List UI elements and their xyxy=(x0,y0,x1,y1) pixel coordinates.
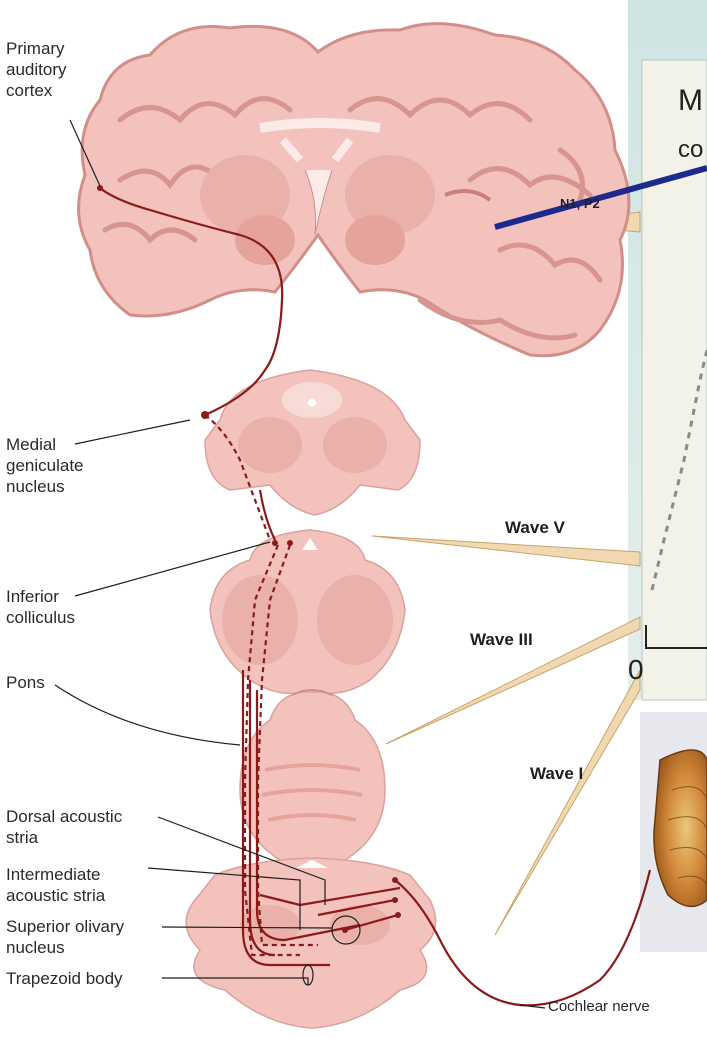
scalp-topography-map xyxy=(654,750,707,906)
label-cochlear-nerve: Cochlear nerve xyxy=(548,996,650,1017)
label-line: colliculus xyxy=(6,607,75,628)
inset-subtitle: co xyxy=(678,136,703,164)
label-intermediate-acoustic-stria: Intermediate acoustic stria xyxy=(6,864,105,906)
label-line: nucleus xyxy=(6,476,84,497)
label-primary-auditory-cortex: Primary auditory cortex xyxy=(6,38,66,101)
label-wave-iii: Wave III xyxy=(470,630,533,650)
callout-wave-v xyxy=(372,536,640,566)
label-line: auditory xyxy=(6,59,66,80)
label-line: Dorsal acoustic xyxy=(6,806,122,827)
label-line: Intermediate xyxy=(6,864,105,885)
label-trapezoid-body: Trapezoid body xyxy=(6,968,123,989)
callout-wave-i xyxy=(495,670,640,935)
label-line: Primary xyxy=(6,38,66,59)
pons-slice xyxy=(240,690,385,866)
coronal-brain-section xyxy=(79,24,629,356)
medial-geniculate-slice xyxy=(205,370,420,515)
label-medial-geniculate-nucleus: Medial geniculate nucleus xyxy=(6,434,84,497)
label-dorsal-acoustic-stria: Dorsal acoustic stria xyxy=(6,806,122,848)
label-line: Superior olivary xyxy=(6,916,124,937)
inset-axis-zero: 0 xyxy=(628,654,644,686)
label-line: acoustic stria xyxy=(6,885,105,906)
inset-title: M xyxy=(678,84,703,118)
label-wave-v: Wave V xyxy=(505,518,565,538)
label-line: Inferior xyxy=(6,586,75,607)
label-line: cortex xyxy=(6,80,66,101)
label-superior-olivary-nucleus: Superior olivary nucleus xyxy=(6,916,124,958)
label-line: Medial xyxy=(6,434,84,455)
label-line: nucleus xyxy=(6,937,124,958)
label-line: geniculate xyxy=(6,455,84,476)
label-pons: Pons xyxy=(6,672,45,693)
label-line: stria xyxy=(6,827,122,848)
label-inferior-colliculus: Inferior colliculus xyxy=(6,586,75,628)
label-n1-p2: N1, P2 xyxy=(560,196,600,211)
label-wave-i: Wave I xyxy=(530,764,583,784)
inset-topography-panel xyxy=(640,712,707,952)
inferior-colliculus-slice xyxy=(210,530,405,693)
